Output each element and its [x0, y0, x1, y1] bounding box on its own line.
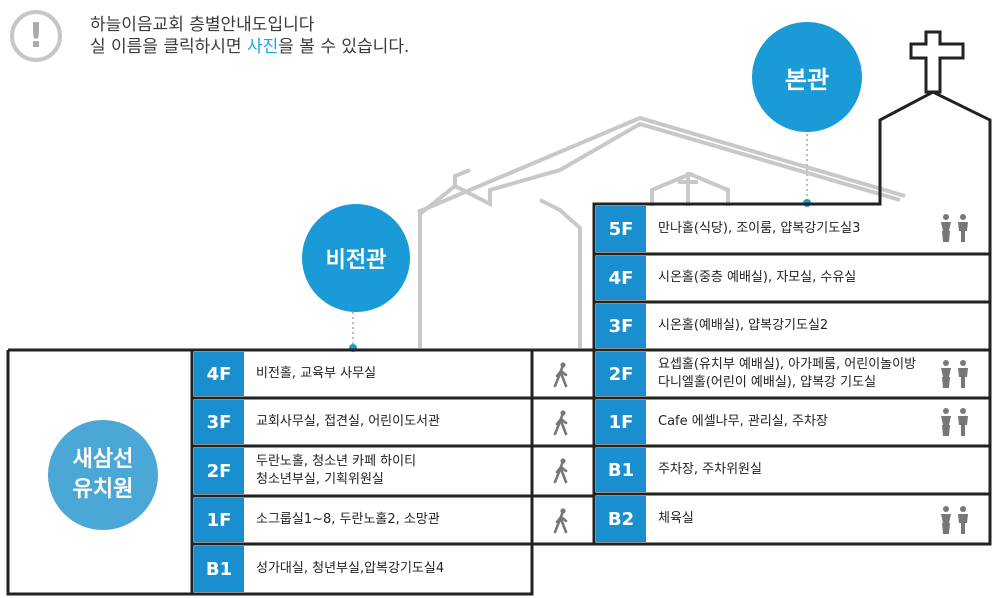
floor-label: 2F	[194, 448, 244, 494]
floor-rooms[interactable]: 성가대실, 청년부실,압복강기도실4	[256, 561, 445, 576]
vision-hall-outline	[6, 348, 594, 596]
notice-line-2-post: 을 볼 수 있습니다.	[278, 37, 410, 57]
walking-person-icon	[548, 456, 576, 486]
main-floor-b2[interactable]: B2 체육실	[596, 496, 694, 542]
floor-rooms[interactable]: 주차장, 주차위원실	[658, 462, 762, 477]
floor-rooms[interactable]: 교회사무실, 접견실, 어린이도서관	[256, 414, 440, 429]
floor-label: 5F	[596, 206, 646, 252]
restroom-icon	[934, 358, 974, 390]
main-floor-5f[interactable]: 5F 만나홀(식당), 조이룸, 얍복강기도실3	[596, 206, 860, 252]
church-sketch	[417, 115, 906, 348]
floor-rooms[interactable]: Cafe 에셀나무, 관리실, 주차장	[658, 414, 828, 429]
main-floor-b1[interactable]: B1 주차장, 주차위원실	[596, 448, 762, 492]
floor-label: 4F	[194, 352, 244, 396]
main-floor-3f[interactable]: 3F 시온홀(예배실), 얍복강기도실2	[596, 304, 828, 348]
vision-hall-badge[interactable]: 비전관	[302, 204, 410, 312]
walking-person-icon	[548, 360, 576, 390]
notice-line-2: 실 이름을 클릭하시면 사진을 볼 수 있습니다.	[90, 36, 409, 58]
walking-person-icon	[548, 408, 576, 438]
vision-floor-1f[interactable]: 1F 소그룹실1~8, 두란노홀2, 소망관	[194, 498, 440, 542]
main-floor-1f[interactable]: 1F Cafe 에셀나무, 관리실, 주차장	[596, 400, 828, 444]
floor-label: 1F	[596, 400, 646, 444]
vision-floor-b1[interactable]: B1 성가대실, 청년부실,압복강기도실4	[194, 546, 444, 592]
kindergarten-name-line-1: 새삼선	[72, 447, 134, 472]
floor-label: 3F	[596, 304, 646, 348]
floor-rooms[interactable]: 시온홀(중층 예배실), 자모실, 수유실	[658, 270, 857, 285]
notice-text: 하늘이음교회 층별안내도입니다 실 이름을 클릭하시면 사진을 볼 수 있습니다…	[90, 14, 409, 58]
main-building-outline	[592, 90, 992, 546]
kindergarten-name-line-2: 유치원	[72, 477, 134, 502]
kindergarten-badge[interactable]: 새삼선 유치원	[48, 420, 158, 530]
floor-label: B1	[596, 448, 646, 492]
floor-rooms[interactable]: 시온홀(예배실), 얍복강기도실2	[658, 318, 829, 333]
floor-label: 1F	[194, 498, 244, 542]
floor-label: B2	[596, 496, 646, 542]
floor-label: 2F	[596, 352, 646, 396]
floor-label: B1	[194, 546, 244, 592]
notice-photo-highlight: 사진	[246, 37, 279, 57]
floor-rooms[interactable]: 체육실	[658, 511, 694, 526]
notice-line-2-pre: 실 이름을 클릭하시면	[90, 37, 247, 57]
floor-label: 3F	[194, 400, 244, 444]
notice-exclamation-icon: !	[10, 10, 62, 62]
vision-floor-3f[interactable]: 3F 교회사무실, 접견실, 어린이도서관	[194, 400, 440, 444]
restroom-icon	[934, 504, 974, 536]
walking-person-icon	[548, 506, 576, 536]
floor-rooms[interactable]: 소그룹실1~8, 두란노홀2, 소망관	[256, 512, 440, 527]
restroom-icon	[934, 406, 974, 438]
main-building-badge[interactable]: 본관	[752, 22, 862, 132]
floor-label: 4F	[596, 256, 646, 300]
notice-line-1: 하늘이음교회 층별안내도입니다	[90, 15, 315, 35]
main-floor-4f[interactable]: 4F 시온홀(중층 예배실), 자모실, 수유실	[596, 256, 856, 300]
cross-icon	[909, 30, 965, 94]
vision-floor-4f[interactable]: 4F 비전홀, 교육부 사무실	[194, 352, 376, 396]
restroom-icon	[934, 212, 974, 244]
floor-rooms[interactable]: 비전홀, 교육부 사무실	[256, 366, 377, 381]
floor-rooms[interactable]: 만나홀(식당), 조이룸, 얍복강기도실3	[658, 221, 861, 236]
